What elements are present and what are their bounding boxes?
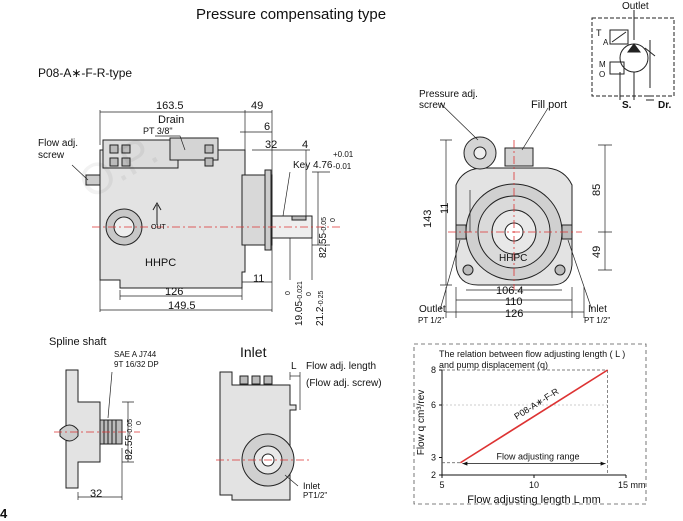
dim-4: 4 [302,139,309,151]
chart-title-2: and pump displacement (q) [439,360,549,370]
dim-110: 110 [505,296,523,308]
inlet-view-pt: PT1/2" [303,491,328,500]
dim-82-55: 82.55 [318,232,329,258]
inlet-pt-front: PT 1/2" [584,316,611,325]
dim-19-05-tol: -0.021 [297,281,304,301]
dim-49-front: 49 [591,245,603,258]
outlet-pt: PT 1/2" [418,316,445,325]
spline-dim-32: 32 [90,488,103,500]
symbol-outlet: Outlet [622,1,649,12]
dim-6: 6 [264,121,271,133]
brand-side: HHPC [145,257,177,269]
front-view-pump [439,102,612,318]
flow-adj-label-1: Flow adj. [38,138,79,149]
spline-dim-group: 82.55-0.05 [124,419,135,460]
dim-85: 85 [591,183,603,196]
flow-adj-screw: (Flow adj. screw) [306,378,382,389]
spline-dim-82-55: 82.55 [124,434,135,460]
symbol-o: O [599,70,606,79]
dim-82-55-tol0: 0 [330,218,337,222]
chart-title-1: The relation between flow adjusting leng… [439,349,626,359]
drain-thread: PT 3/8" [143,126,173,136]
outlet-label: Outlet [419,304,446,315]
spline-title: Spline shaft [49,336,107,348]
brand-front: HHPC [499,253,528,264]
dim-149-5: 149.5 [168,300,196,312]
dim-19-05-group: 19.05-0.021 [294,281,305,326]
flow-adj-label-2: screw [38,150,65,161]
dim-49: 49 [251,100,264,112]
dim-21-2: 21.2 [315,306,326,326]
dim-11-front: 11 [439,202,451,214]
dim-19-05-tol0: 0 [285,291,292,295]
symbol-m: M [599,60,606,69]
pressure-adj-2: screw [419,100,446,111]
dim-82-55-tol: -0.05 [321,217,328,233]
dim-21-2-tol: -0.25 [318,290,325,307]
page-title: Pressure compensating type [196,6,387,23]
key-label: Key 4.76 [293,160,333,171]
dim-32: 32 [265,139,278,151]
pressure-adj-1: Pressure adj. [419,89,478,100]
dim-82-55-group: 82.55-0.05 [318,217,329,258]
dim-126-front: 126 [505,308,524,320]
dim-163-5: 163.5 [156,100,184,112]
inlet-label-front: Inlet [588,304,607,315]
side-view-pump [71,110,330,312]
spline-dim-tol: -0.05 [127,419,134,435]
spline-sae-1: SAE A J744 [114,350,157,359]
inlet-view-l: L [291,361,297,372]
inlet-view [219,371,301,501]
fill-port: Fill port [531,99,568,111]
model-label: P08-A∗-F-R-type [38,66,133,80]
dim-21-2-group: 21.2-0.25 [315,291,326,326]
dim-143: 143 [422,209,434,228]
hydraulic-symbol [591,10,675,101]
drain-label: Drain [158,114,185,126]
key-tol-minus: -0.01 [333,162,352,171]
page-number: 4 [0,506,8,521]
dim-21-2-tol0: 0 [306,292,313,296]
inlet-view-title: Inlet [240,344,267,360]
spline-shaft-view [59,369,134,500]
flow-adj-length: Flow adj. length [306,361,377,372]
symbol-dr: Dr. [658,100,672,111]
dim-19-05: 19.05 [294,300,305,326]
symbol-s: S. [622,100,632,111]
symbol-a: A [603,38,609,47]
dim-126-side: 126 [165,286,184,298]
out-label: OUT [151,224,166,231]
symbol-t: T [596,28,602,38]
spline-dim-tol0: 0 [136,421,143,425]
key-tol-plus: +0.01 [333,150,354,159]
dim-11-side: 11 [253,273,265,285]
inlet-view-inlet: Inlet [303,481,321,491]
spline-sae-2: 9T 16/32 DP [114,360,159,369]
dim-106-4: 106.4 [496,285,524,297]
